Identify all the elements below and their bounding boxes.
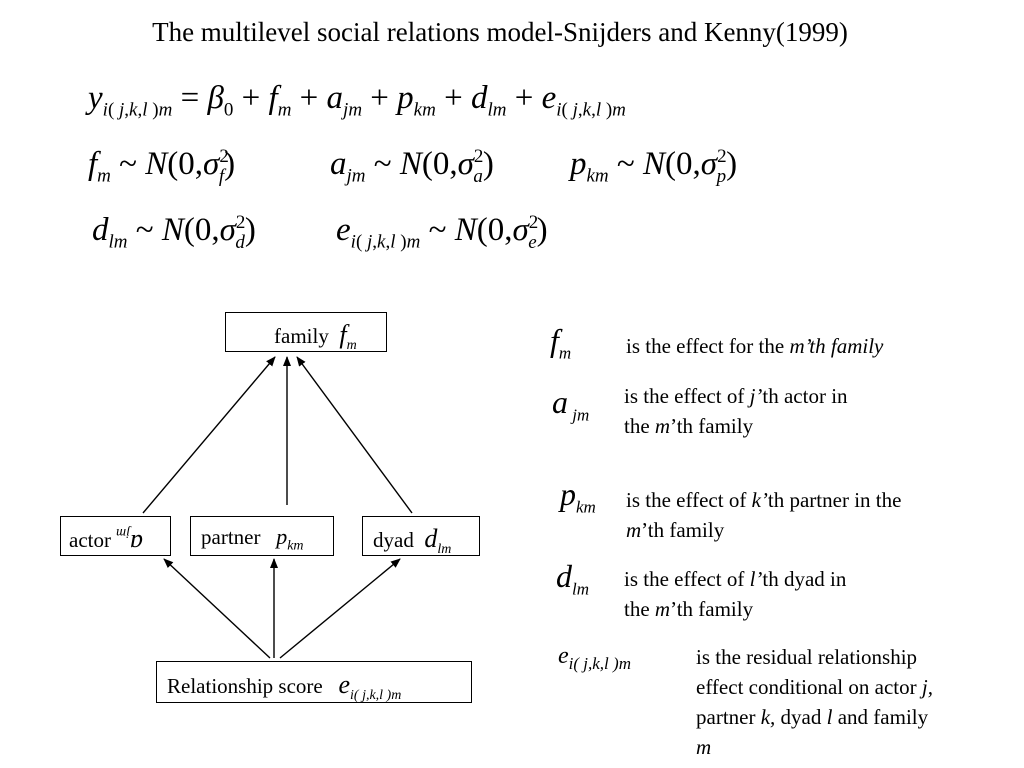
- dyad-label: dyad: [373, 528, 414, 552]
- distribution-a: ajm ~ N(0,σ2a): [330, 146, 494, 187]
- legend-desc-p: is the effect of k’th partner in the m’t…: [626, 488, 902, 542]
- legend-desc-f: is the effect for the m’th family: [626, 334, 884, 358]
- legend-desc-d: is the effect of l’th dyad in the m’th f…: [624, 567, 847, 621]
- relationship-score-box: Relationship score ei( j,k,l )m: [156, 661, 472, 703]
- relationship-score-symbol: ei( j,k,l )m: [338, 670, 402, 704]
- main-equation: yi( j,k,l )m = β0 + fm + ajm + pkm + dlm…: [88, 80, 626, 121]
- relationship-score-label: Relationship score: [167, 674, 323, 698]
- dyad-box: dyad dlm: [362, 516, 480, 558]
- arrow-score-to-actor: [163, 558, 271, 659]
- legend-desc-a: is the effect of j’th actor in the m’th …: [624, 384, 848, 438]
- arrow-dyad-to-family: [296, 356, 413, 514]
- distribution-p: pkm ~ N(0,σ2p): [570, 146, 738, 187]
- family-label: family: [274, 324, 329, 348]
- arrow-actor-to-family: [142, 356, 276, 514]
- legend-desc-e: is the residual relationship effect cond…: [696, 645, 933, 759]
- legend-symbol-a: a jm: [552, 384, 590, 425]
- page-title: The multilevel social relations model-Sn…: [152, 17, 848, 47]
- legend-symbol-p: pkm: [560, 476, 596, 517]
- legend-symbol-e: ei( j,k,l )m: [558, 643, 631, 673]
- partner-box: partner pkm: [190, 516, 334, 556]
- arrow-score-to-dyad: [279, 558, 401, 659]
- distribution-e: ei( j,k,l )m ~ N(0,σ2e): [336, 212, 548, 253]
- dyad-symbol: dlm: [424, 524, 452, 558]
- family-symbol: fm: [339, 320, 357, 354]
- actor-label: actor: [69, 528, 111, 552]
- actor-box: actor ajm: [60, 516, 171, 559]
- legend-symbol-f: fm: [550, 322, 572, 363]
- partner-symbol: pkm: [276, 524, 304, 554]
- partner-label: partner: [201, 525, 261, 549]
- family-box: family fm: [225, 312, 387, 354]
- legend-symbol-d: dlm: [556, 558, 589, 599]
- actor-symbol: ajm: [116, 525, 144, 559]
- distribution-f: fm ~ N(0,σ2f): [88, 146, 236, 187]
- distribution-d: dlm ~ N(0,σ2d): [92, 212, 256, 253]
